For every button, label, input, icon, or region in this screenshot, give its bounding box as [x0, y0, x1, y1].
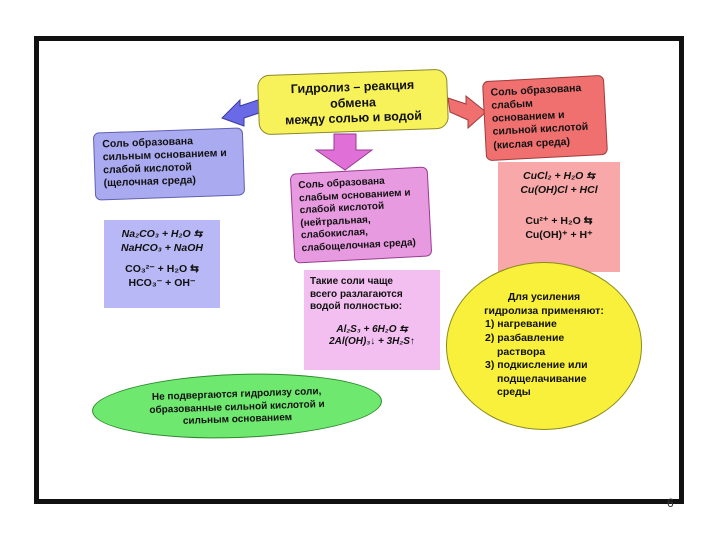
page-number: 6	[667, 496, 674, 510]
weak-base-strong-acid-equations: CuCl₂ + H₂O ⇆ Cu(OH)Cl + HCl Cu²⁺ + H₂O …	[498, 162, 620, 272]
strong-base-weak-acid-equations: Na₂CO₃ + H₂O ⇆ NaHCO₃ + NaOH CO₃²⁻ + H₂O…	[104, 220, 220, 308]
arrow-down	[314, 133, 374, 171]
equation: Cu(OH)⁺ + H⁺	[525, 228, 593, 241]
equation: Cu(OH)Cl + HCl	[520, 183, 598, 196]
enhance-hydrolysis-ellipse: Для усиления гидролиза применяют: 1) наг…	[446, 262, 642, 430]
title-box: Гидролиз – реакция обмена между солью и …	[257, 68, 449, 136]
equation: 2Al(OH)₃↓ + 3H₂S↑	[329, 336, 415, 347]
equation: CuCl₂ + H₂O ⇆	[523, 170, 595, 182]
weak-base-weak-acid-note: Такие соли чаще всего разлагаются водой …	[304, 270, 440, 370]
weak-base-weak-acid-header: Соль образована слабым основанием и слаб…	[289, 166, 433, 264]
equation: NaHCO₃ + NaOH	[121, 241, 203, 254]
equation: CO₃²⁻ + H₂O ⇆	[125, 263, 199, 276]
arrow-right	[447, 94, 487, 130]
equation: Cu²⁺ + H₂O ⇆	[525, 215, 593, 228]
weak-base-strong-acid-header: Соль образована слабым основанием и силь…	[481, 74, 609, 162]
equation: HCO₃⁻ + OH⁻	[128, 276, 196, 289]
equation: Al₂S₃ + 6H₂O ⇆	[336, 323, 408, 335]
strong-base-weak-acid-header: Соль образована сильным основанием и сла…	[92, 127, 246, 201]
arrow-left	[221, 98, 263, 127]
equation: Na₂CO₃ + H₂O ⇆	[121, 228, 203, 240]
